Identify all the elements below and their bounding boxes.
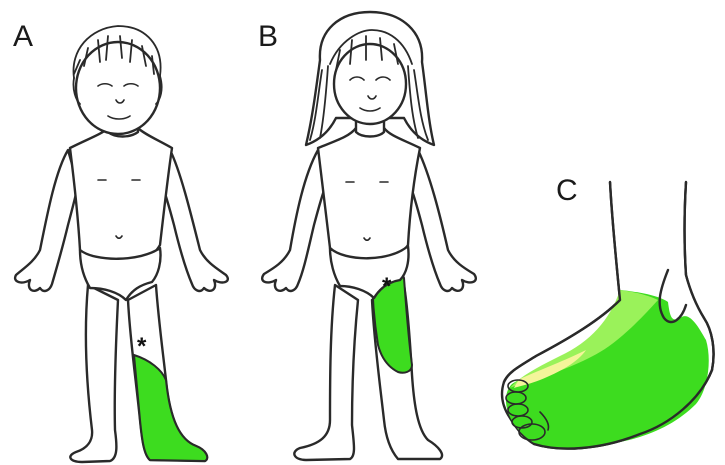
figure-a-right-arm [162,150,228,291]
figure-a-legs [70,285,207,462]
figure-b-head [334,44,406,124]
figure-b-child [262,12,476,460]
figure-a-affected-leg [134,355,207,461]
panel-label-a: A [13,22,33,52]
asterisk-marker-b: * [382,275,391,299]
figure-c-foot [502,182,714,449]
figure-a-child [15,26,228,462]
figure-a-head [76,42,160,134]
panel-label-b: B [258,22,278,52]
panel-label-c: C [556,176,578,206]
figure-a-left-arm [15,150,78,291]
asterisk-marker-a: * [137,335,146,359]
